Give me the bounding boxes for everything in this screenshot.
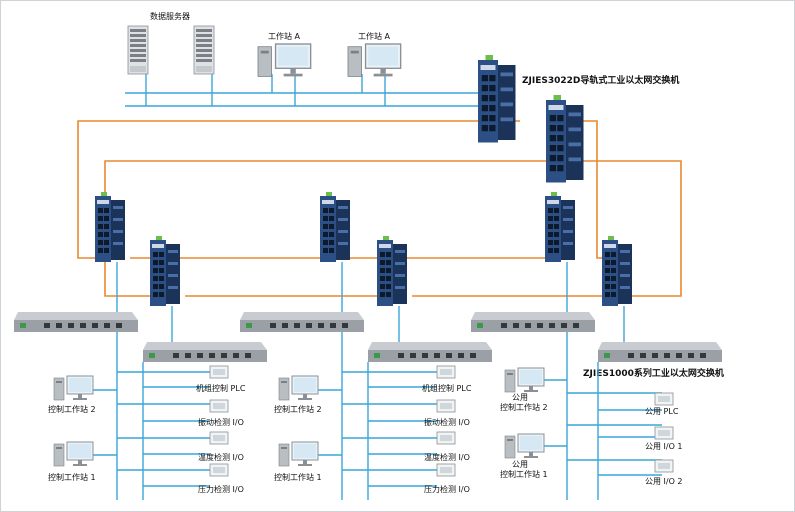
g1-control-ws-1 [53, 441, 94, 467]
g2-pressure-io-icon [436, 463, 456, 477]
top-backbone-lines [125, 74, 478, 107]
g2-control-ws-1 [278, 441, 319, 467]
g2-ws-1-label: 控制工作站 1 [274, 472, 322, 482]
g1-device-3: 温度检测 I/O [198, 452, 244, 462]
g2-device-3: 温度检测 I/O [424, 452, 470, 462]
g1-device-2: 振动检测 I/O [198, 417, 244, 427]
g1-ws-1-label: 控制工作站 1 [48, 472, 96, 482]
g3-ws-1-line-1: 公用 [512, 460, 528, 469]
g3-public-io-1-icon [654, 426, 674, 440]
ring-switch-5 [545, 192, 575, 262]
g2-device-4: 压力检测 I/O [424, 484, 470, 494]
access-switch-3a [471, 312, 595, 332]
ring-switch-4 [377, 236, 407, 306]
access-switch-label: ZJIES1000系列工业以太网交换机 [583, 367, 724, 379]
g3-ws-2-label: 公用 控制工作站 2 [500, 393, 548, 412]
g3-ws-2-line-1: 公用 [512, 393, 528, 402]
group-1-field-lines [92, 332, 210, 500]
g3-ws-1-line-2: 控制工作站 1 [500, 469, 548, 479]
workstation-a1 [257, 43, 312, 78]
g3-device-1: 公用 PLC [645, 407, 679, 416]
access-switch-2b [368, 342, 492, 362]
ring-link-core-left [77, 120, 520, 259]
g3-public-plc-icon [654, 392, 674, 406]
access-switch-1a [14, 312, 138, 332]
ring-switch-6 [602, 236, 632, 306]
server-label: 数据服务器 [150, 11, 190, 21]
g3-device-3: 公用 I/O 2 [645, 477, 683, 486]
g1-device-1: 机组控制 PLC [196, 383, 246, 393]
g1-vibration-io-icon [209, 399, 229, 413]
g2-control-ws-2 [278, 375, 319, 401]
g3-ws-1-label: 公用 控制工作站 1 [500, 460, 548, 479]
g1-pressure-io-icon [209, 463, 229, 477]
workstation-a2-label: 工作站 A [358, 31, 391, 41]
access-switch-1b [143, 342, 267, 362]
g3-control-ws-1 [504, 433, 545, 459]
core-switch-label: ZJIES3022D导轨式工业以太网交换机 [522, 74, 679, 86]
g1-temperature-io-icon [209, 431, 229, 445]
g1-ws-2-label: 控制工作站 2 [48, 404, 96, 414]
g2-vibration-io-icon [436, 399, 456, 413]
server-rack-1 [127, 25, 149, 75]
drop-lines [116, 262, 625, 342]
g2-ws-2-label: 控制工作站 2 [274, 404, 322, 414]
ring-switch-2 [150, 236, 180, 306]
ring-switch-3 [320, 192, 350, 262]
core-switch-2 [546, 95, 584, 183]
g2-plc-icon [436, 365, 456, 379]
access-switch-3b [598, 342, 722, 362]
g3-public-io-2-icon [654, 459, 674, 473]
g1-device-4: 压力检测 I/O [198, 484, 244, 494]
g2-device-2: 振动检测 I/O [424, 417, 470, 427]
workstation-a1-label: 工作站 A [268, 31, 301, 41]
g2-device-1: 机组控制 PLC [422, 383, 472, 393]
core-switch-1 [478, 55, 516, 143]
group-3-field-lines [542, 332, 662, 500]
g2-temperature-io-icon [436, 431, 456, 445]
g3-device-2: 公用 I/O 1 [645, 442, 683, 451]
g3-ws-2-line-2: 控制工作站 2 [500, 402, 548, 412]
workstation-a2 [347, 43, 402, 78]
ring-switch-1 [95, 192, 125, 262]
ring-link-inner-right [577, 160, 682, 297]
g3-control-ws-2 [504, 367, 545, 393]
server-rack-2 [193, 25, 215, 75]
g1-control-ws-2 [53, 375, 94, 401]
group-2-field-lines [318, 332, 437, 500]
g1-plc-icon [209, 365, 229, 379]
access-switch-2a [240, 312, 364, 332]
